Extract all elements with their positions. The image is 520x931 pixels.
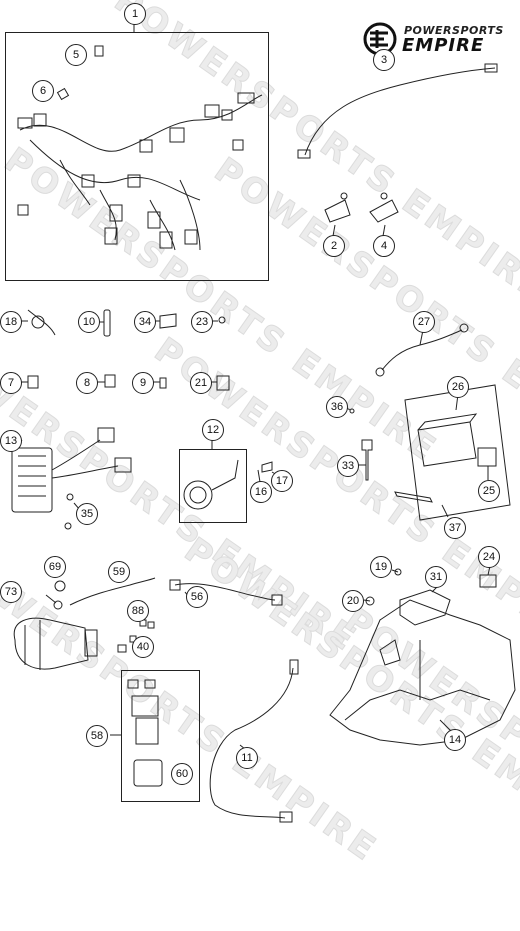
- harness-group-box: [5, 32, 269, 281]
- callout-12: 12: [202, 419, 224, 441]
- callout-35: 35: [76, 503, 98, 525]
- brand-line1: POWERSPORTS: [404, 24, 504, 37]
- callout-58: 58: [86, 725, 108, 747]
- callout-37: 37: [444, 517, 466, 539]
- callout-18: 18: [0, 311, 22, 333]
- callout-73: 73: [0, 581, 22, 603]
- callout-16: 16: [250, 481, 272, 503]
- callout-7: 7: [0, 372, 22, 394]
- callout-23: 23: [191, 311, 213, 333]
- callout-33: 33: [337, 455, 359, 477]
- callout-59: 59: [108, 561, 130, 583]
- callout-13: 13: [0, 430, 22, 452]
- callout-6: 6: [32, 80, 54, 102]
- callout-40: 40: [132, 636, 154, 658]
- callout-2: 2: [323, 235, 345, 257]
- callout-24: 24: [478, 546, 500, 568]
- callout-36: 36: [326, 396, 348, 418]
- callout-25: 25: [478, 480, 500, 502]
- callout-31: 31: [425, 566, 447, 588]
- callout-20: 20: [342, 590, 364, 612]
- callout-11: 11: [236, 747, 258, 769]
- callout-21: 21: [190, 372, 212, 394]
- callout-69: 69: [44, 556, 66, 578]
- callout-9: 9: [132, 372, 154, 394]
- callout-4: 4: [373, 235, 395, 257]
- callout-3: 3: [373, 49, 395, 71]
- callout-60: 60: [171, 763, 193, 785]
- callout-10: 10: [78, 311, 100, 333]
- brand-logo: POWERSPORTS EMPIRE: [362, 22, 512, 56]
- callout-26: 26: [447, 376, 469, 398]
- relay-group-box: [121, 670, 200, 802]
- callout-19: 19: [370, 556, 392, 578]
- callout-8: 8: [76, 372, 98, 394]
- callout-1: 1: [124, 3, 146, 25]
- callout-27: 27: [413, 311, 435, 333]
- callout-17: 17: [271, 470, 293, 492]
- callout-88: 88: [127, 600, 149, 622]
- brand-line2: EMPIRE: [402, 35, 485, 56]
- callout-56: 56: [186, 586, 208, 608]
- callout-34: 34: [134, 311, 156, 333]
- horn-group-box: [179, 449, 247, 523]
- parts-linework: [11, 23, 516, 823]
- callout-5: 5: [65, 44, 87, 66]
- parts-drawing: [11, 23, 516, 823]
- callout-14: 14: [444, 729, 466, 751]
